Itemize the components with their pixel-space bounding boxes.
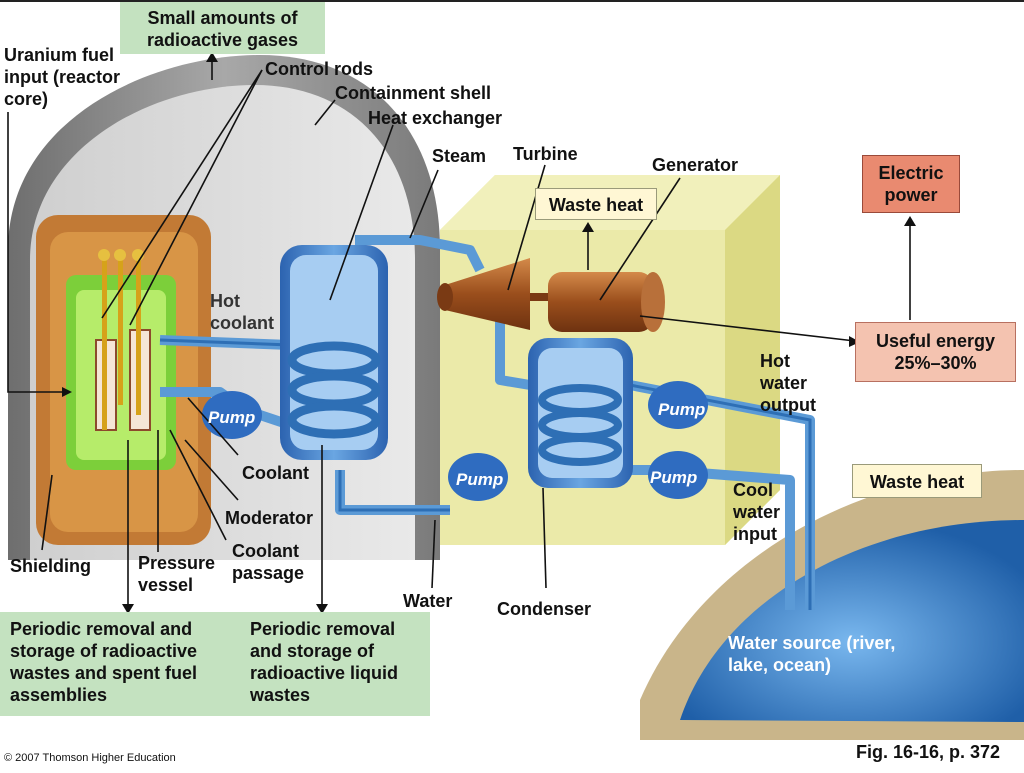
turbine-label: Turbine xyxy=(513,144,578,164)
waste-heat-top-box: Waste heat xyxy=(535,188,657,220)
turbine xyxy=(445,258,530,330)
arrowheads xyxy=(62,52,916,614)
coolant-passage-label: Coolant passage xyxy=(232,541,305,583)
containment-shell-label: Containment shell xyxy=(335,83,492,103)
useful-energy-box: Useful energy 25%–30% xyxy=(855,322,1016,382)
removal-solid-box: Periodic removal and storage of radioact… xyxy=(0,612,240,716)
radioactive-gases-box: Small amounts of radioactive gases xyxy=(120,2,325,54)
removal-liquid-box: Periodic removal and storage of radioact… xyxy=(240,612,430,716)
figure-reference: Fig. 16-16, p. 372 xyxy=(856,742,1001,762)
condenser-label: Condenser xyxy=(497,599,592,619)
pump-label-1: Pump xyxy=(208,408,256,427)
generator-label: Generator xyxy=(652,155,739,175)
copyright-credit: © 2007 Thomson Higher Education xyxy=(4,752,176,764)
generator xyxy=(548,272,653,332)
uranium-input-label: Uranium fuel input (reactor core) xyxy=(4,45,121,109)
pressure-vessel-label: Pressure vessel xyxy=(138,553,216,595)
moderator-label: Moderator xyxy=(225,508,314,528)
pumps xyxy=(202,381,708,501)
coolant-label: Coolant xyxy=(242,463,309,483)
heat-exchanger-label: Heat exchanger xyxy=(368,108,503,128)
shielding-label: Shielding xyxy=(10,556,91,576)
hot-water-output-label: Hot water output xyxy=(760,351,816,415)
steam-label: Steam xyxy=(432,146,487,166)
pump-label-2: Pump xyxy=(456,470,504,489)
pump-label-3: Pump xyxy=(658,400,706,419)
heat-exchanger-coil xyxy=(287,341,381,439)
water-label: Water xyxy=(403,591,453,611)
leader-lines xyxy=(7,58,911,608)
hot-coolant-label: Hot coolant xyxy=(210,291,275,333)
control-rod-3 xyxy=(136,255,141,415)
water-source-lake xyxy=(680,520,1024,722)
control-rod-2 xyxy=(118,255,123,405)
waste-heat-right-box: Waste heat xyxy=(852,464,982,498)
control-rods-label: Control rods xyxy=(265,59,373,79)
electric-power-box: Electric power xyxy=(862,155,960,213)
cool-water-input-label: Cool water input xyxy=(733,480,781,544)
control-rod-1 xyxy=(102,255,107,430)
pump-label-4: Pump xyxy=(650,468,698,487)
condenser-coil xyxy=(538,384,622,466)
water-source-label: Water source (river, lake, ocean) xyxy=(728,633,896,675)
